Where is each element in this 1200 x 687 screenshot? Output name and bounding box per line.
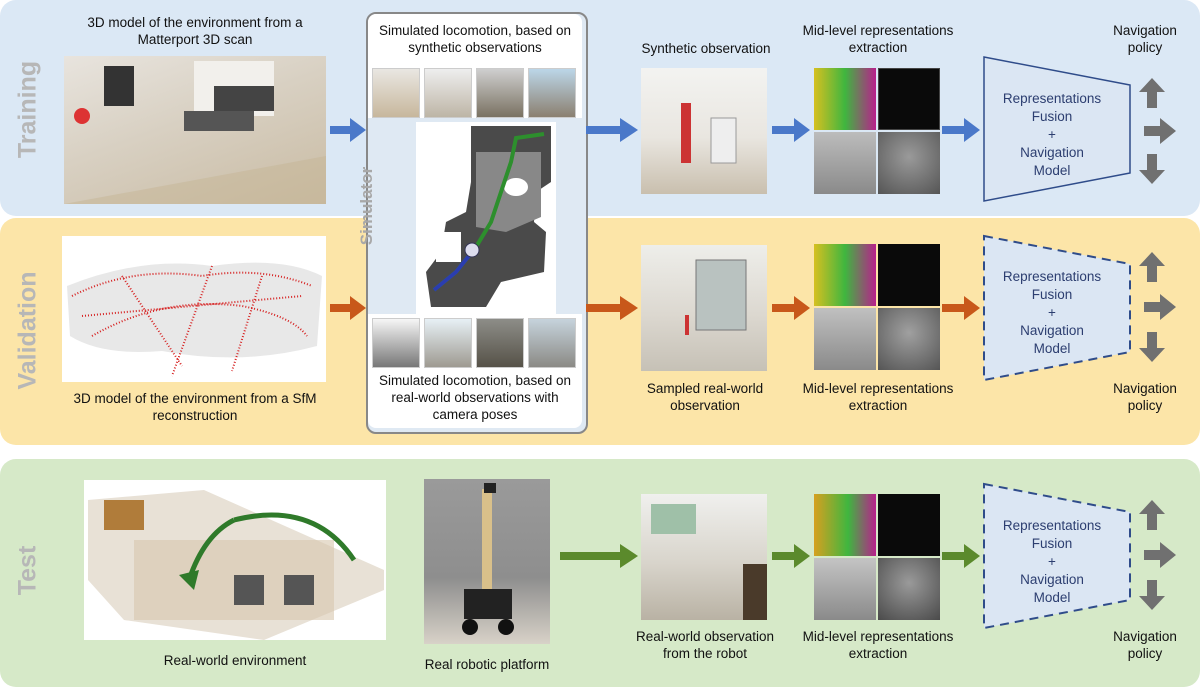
test-arrow-2 — [772, 544, 810, 568]
fusion-line-2: Fusion — [1031, 536, 1073, 551]
fusion-label-val: Representations Fusion + Navigation Mode… — [984, 268, 1120, 358]
fusion-line-2: Fusion — [1031, 287, 1073, 302]
depth-map — [878, 132, 940, 194]
fusion-label-test: Representations Fusion + Navigation Mode… — [984, 517, 1120, 607]
midlevel-grid-val — [814, 244, 942, 372]
synthetic-thumb-3 — [476, 68, 524, 118]
fusion-line-5: Model — [1033, 341, 1071, 356]
fusion-line-2: Fusion — [1031, 109, 1073, 124]
fusion-line-1: Representations — [1002, 269, 1102, 284]
real-thumb-1 — [372, 318, 420, 368]
midlevel-caption-train: Mid-level representations extraction — [802, 23, 954, 55]
policy-right-arrow-test — [1144, 542, 1176, 568]
synthetic-observation-caption: Synthetic observation — [641, 41, 771, 56]
fusion-line-5: Model — [1033, 590, 1071, 605]
synthetic-thumb-2 — [424, 68, 472, 118]
matterport-model-image — [64, 56, 326, 204]
synthetic-thumb-4 — [528, 68, 576, 118]
fusion-line-3: + — [1048, 127, 1056, 142]
simulator-map — [416, 122, 556, 314]
normals-map — [814, 308, 876, 370]
midlevel-caption-test: Mid-level representations extraction — [802, 629, 954, 661]
sim-synthetic-caption: Simulated locomotion, based on synthetic… — [378, 23, 572, 55]
validation-arrow-4 — [942, 296, 980, 320]
robot-observation-image — [641, 494, 767, 620]
synthetic-thumb-1 — [372, 68, 420, 118]
sampled-observation-image — [641, 245, 767, 371]
fusion-trapezoid-train — [983, 56, 1131, 202]
nav-policy-caption-train: Navigation policy — [1113, 23, 1177, 55]
midlevel-grid-test — [814, 494, 942, 622]
test-arrow-3 — [942, 544, 980, 568]
depth-map — [878, 308, 940, 370]
fusion-label-train: Representations Fusion + Navigation Mode… — [984, 90, 1120, 180]
validation-label: Validation — [13, 271, 42, 390]
test-label: Test — [13, 545, 42, 596]
real-environment-image — [84, 480, 386, 640]
validation-arrow-2 — [586, 296, 638, 320]
real-environment-caption: Real-world environment — [163, 653, 307, 668]
normals-map — [814, 558, 876, 620]
nav-policy-caption-test: Navigation policy — [1113, 629, 1177, 661]
sampled-observation-caption: Sampled real-world observation — [646, 381, 764, 413]
fusion-line-1: Representations — [1002, 91, 1102, 106]
policy-right-arrow-train — [1144, 118, 1176, 144]
nav-policy-caption-val: Navigation policy — [1113, 381, 1177, 413]
edge-map — [878, 244, 940, 306]
real-thumb-4 — [528, 318, 576, 368]
fusion-line-3: + — [1048, 554, 1056, 569]
synthetic-observation-image — [641, 68, 767, 194]
robot-observation-caption: Real-world observation from the robot — [635, 629, 775, 661]
training-arrow-1 — [330, 118, 366, 142]
sfm-caption: 3D model of the environment from a SfM r… — [73, 391, 317, 423]
real-thumb-2 — [424, 318, 472, 368]
policy-right-arrow-val — [1144, 294, 1176, 320]
semantic-segmentation-map — [814, 494, 876, 556]
sfm-pointcloud-image — [62, 236, 326, 382]
depth-map — [878, 558, 940, 620]
training-arrow-4 — [942, 118, 980, 142]
fusion-line-4: Navigation — [1020, 572, 1084, 587]
fusion-line-5: Model — [1033, 163, 1071, 178]
midlevel-grid-train — [814, 68, 942, 196]
training-arrow-2 — [586, 118, 638, 142]
fusion-line-3: + — [1048, 305, 1056, 320]
policy-up-arrow-test — [1139, 500, 1165, 530]
sim-real-caption: Simulated locomotion, based on real-worl… — [378, 373, 572, 422]
normals-map — [814, 132, 876, 194]
matterport-caption: 3D model of the environment from a Matte… — [87, 15, 303, 47]
fusion-line-4: Navigation — [1020, 323, 1084, 338]
training-label: Training — [13, 60, 42, 159]
midlevel-caption-val: Mid-level representations extraction — [802, 381, 954, 413]
fusion-trapezoid-test — [983, 482, 1131, 630]
edge-map — [878, 494, 940, 556]
simulator-label: Simulator — [357, 166, 376, 246]
training-arrow-3 — [772, 118, 810, 142]
semantic-segmentation-map — [814, 68, 876, 130]
policy-up-arrow-train — [1139, 78, 1165, 108]
real-thumb-3 — [476, 318, 524, 368]
policy-down-arrow-train — [1139, 154, 1165, 184]
robot-platform-image — [424, 479, 550, 644]
semantic-segmentation-map — [814, 244, 876, 306]
edge-map — [878, 68, 940, 130]
test-arrow-1 — [560, 544, 638, 568]
policy-up-arrow-val — [1139, 252, 1165, 282]
real-robot-caption: Real robotic platform — [424, 657, 550, 672]
policy-down-arrow-test — [1139, 580, 1165, 610]
fusion-trapezoid-val — [983, 234, 1131, 382]
fusion-line-4: Navigation — [1020, 145, 1084, 160]
validation-arrow-3 — [772, 296, 810, 320]
policy-down-arrow-val — [1139, 332, 1165, 362]
validation-arrow-1 — [330, 296, 366, 320]
fusion-line-1: Representations — [1002, 518, 1102, 533]
